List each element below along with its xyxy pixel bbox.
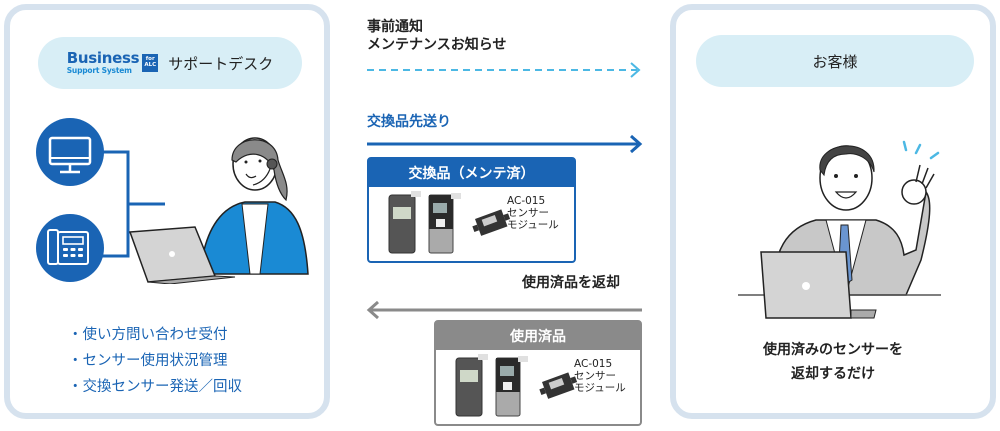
return-used-arrow [366,300,642,320]
send-replacement-arrow [367,134,643,154]
channel-connector-lines [98,150,165,258]
support-desk-illustration [36,118,309,284]
logo-for-alc-badge: for ALC [142,54,159,72]
replacement-card-title: 交換品（メンテ済） [369,159,574,187]
module-model: AC-015 [507,195,546,207]
sparkle-icon [902,140,940,160]
return-used-label: 使用済品を返却 [522,275,620,291]
customer-header: お客様 [696,35,974,87]
breathalyzer-devices-image [455,354,578,417]
logo-for-text: for [145,56,155,63]
replacement-card: 交換品（メンテ済） AC-015 センサー モジュール [367,157,576,263]
used-item-card-title: 使用済品 [436,322,640,350]
notice-arrow-dashed [367,62,641,78]
notice-label-line1: 事前通知 [367,19,423,35]
support-services-list: 使い方問い合わせ受付 センサー使用状況管理 交換センサー発送／回収 [68,322,243,400]
monitor-icon [36,118,104,186]
customer-panel: お客様 [670,4,996,419]
support-desk-title: サポートデスク [168,54,274,73]
service-item: 交換センサー発送／回収 [68,374,243,400]
logo-support-system-text: Support System [66,66,132,76]
module-name-line2: モジュール [574,382,626,394]
logo-business-text: Business [66,49,140,68]
module-model: AC-015 [574,358,613,370]
service-item: 使い方問い合わせ受付 [68,322,242,348]
service-item: センサー使用状況管理 [68,348,242,374]
module-name-line2: モジュール [507,219,559,231]
module-name-line1: センサー [574,370,616,382]
support-desk-panel: Business Support System for ALC サポートデスク [4,4,330,419]
business-support-system-logo: Business Support System for ALC [67,51,159,75]
customer-title: お客様 [812,52,858,71]
operator-illustration [128,137,309,284]
used-item-card: 使用済品 AC-015 センサー モジュール [434,320,642,426]
customer-description-line2: 返却するだけ [791,366,875,382]
laptop-illustration [760,251,877,319]
customer-description-line1: 使用済みのセンサーを [763,342,903,358]
support-desk-header: Business Support System for ALC サポートデスク [38,37,302,89]
module-name-line1: センサー [507,207,549,219]
sensor-module-label: AC-015 センサー モジュール [574,358,626,394]
customer-description: 使用済みのセンサーを 返却するだけ [676,338,990,386]
breathalyzer-devices-image [388,191,511,254]
notice-label-line2: メンテナンスお知らせ [367,37,507,53]
customer-illustration [738,140,941,319]
send-replacement-label: 交換品先送り [367,114,451,130]
logo-alc-text: ALC [144,62,157,68]
sensor-module-label: AC-015 センサー モジュール [507,195,559,231]
notice-flow-label: 事前通知 メンテナンスお知らせ [367,18,506,54]
desk-phone-icon [36,214,104,282]
